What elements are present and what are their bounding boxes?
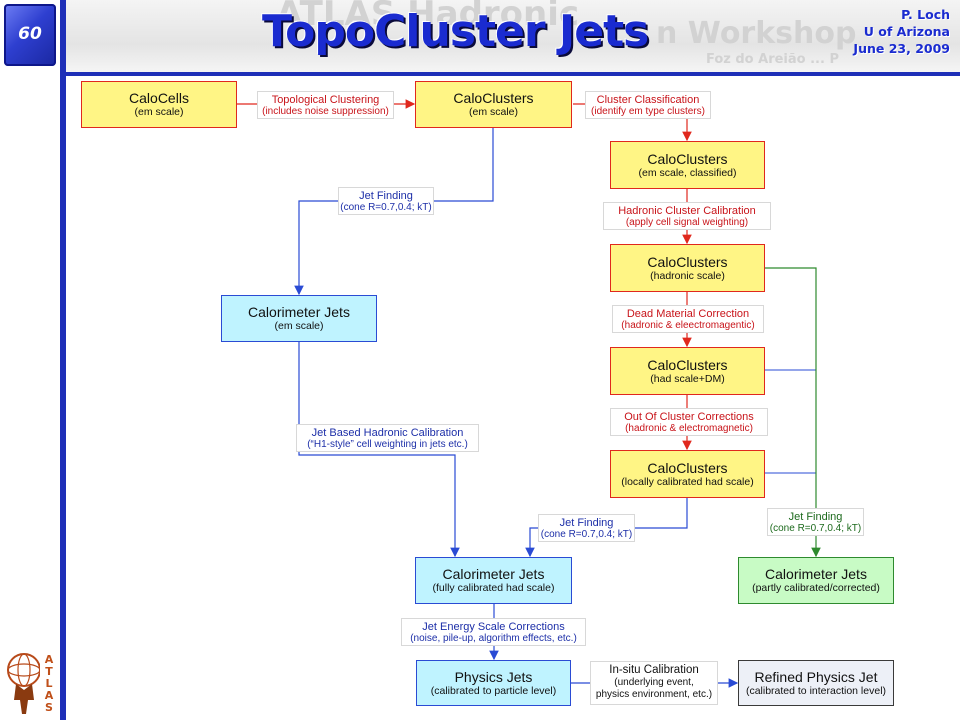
page-number-badge: 60 — [4, 4, 56, 66]
presentation-date: June 23, 2009 — [853, 41, 950, 56]
node-calojets-partly-sub: (partly calibrated/corrected) — [752, 582, 880, 594]
label-cluster-classification: Cluster Classification (identify em type… — [585, 91, 711, 119]
label-jet-finding-em-sub: (cone R=0.7,0.4; kT) — [340, 202, 432, 213]
label-cluster-classification-title: Cluster Classification — [596, 94, 700, 106]
label-jet-based-hadronic-calibration-title: Jet Based Hadronic Calibration — [311, 427, 464, 439]
header-rule — [60, 72, 960, 76]
label-jet-finding-local-sub: (cone R=0.7,0.4; kT) — [540, 529, 633, 540]
header-watermark-line3: Foz do Areião ... P — [706, 52, 839, 67]
label-hadronic-cluster-calibration: Hadronic Cluster Calibration (apply cell… — [603, 202, 771, 230]
label-hadronic-cluster-calibration-sub: (apply cell signal weighting) — [625, 217, 749, 228]
label-jet-finding-em-title: Jet Finding — [359, 190, 413, 202]
node-calojets-full-sub: (fully calibrated had scale) — [432, 582, 555, 594]
node-refined-physics-jet: Refined Physics Jet (calibrated to inter… — [738, 660, 894, 706]
label-jet-finding-green: Jet Finding (cone R=0.7,0.4; kT) — [767, 508, 864, 536]
atlas-logo-text: ATLAS — [44, 653, 54, 714]
node-physics-jets: Physics Jets (calibrated to particle lev… — [416, 660, 571, 706]
node-caloclusters-classified-title: CaloClusters — [647, 151, 728, 167]
node-caloclusters-local: CaloClusters (locally calibrated had sca… — [610, 450, 765, 498]
label-topological-clustering-sub: (includes noise suppression) — [262, 106, 389, 117]
label-out-of-cluster-corrections-sub: (hadronic & electromagnetic) — [625, 423, 753, 434]
node-caloclusters-local-title: CaloClusters — [647, 460, 728, 476]
header-band: ATLAS Hadronic n Workshop Foz do Areião … — [66, 0, 960, 74]
node-caloclusters-hadronic-sub: (hadronic scale) — [650, 270, 725, 282]
label-out-of-cluster-corrections-title: Out Of Cluster Corrections — [624, 411, 754, 423]
header-watermark-line1: ATLAS Hadronic — [276, 0, 580, 34]
left-sidebar — [0, 0, 66, 720]
label-insitu-calibration-sub: (underlying event, — [614, 677, 694, 688]
node-refined-physics-jet-title: Refined Physics Jet — [754, 669, 878, 685]
label-cluster-classification-sub: (identify em type clusters) — [591, 106, 705, 117]
label-jet-finding-local-title: Jet Finding — [559, 517, 614, 529]
node-calojets-em-sub: (em scale) — [274, 320, 324, 332]
label-jet-based-hadronic-calibration: Jet Based Hadronic Calibration (“H1-styl… — [296, 424, 479, 452]
node-calojets-partly-title: Calorimeter Jets — [765, 566, 867, 582]
label-jet-finding-green-sub: (cone R=0.7,0.4; kT) — [769, 523, 862, 534]
node-physics-jets-title: Physics Jets — [454, 669, 533, 685]
node-caloclusters-dm-title: CaloClusters — [647, 357, 728, 373]
atlas-figure-icon — [7, 653, 56, 714]
node-caloclusters-em-title: CaloClusters — [453, 90, 534, 106]
node-caloclusters-em: CaloClusters (em scale) — [415, 81, 572, 128]
node-caloclusters-hadronic: CaloClusters (hadronic scale) — [610, 244, 765, 292]
label-insitu-calibration-sub2: physics environment, etc.) — [595, 689, 713, 700]
node-calojets-em-title: Calorimeter Jets — [248, 304, 350, 320]
label-jet-finding-local: Jet Finding (cone R=0.7,0.4; kT) — [538, 514, 635, 542]
node-caloclusters-classified: CaloClusters (em scale, classified) — [610, 141, 765, 189]
label-jet-energy-scale-corrections-sub: (noise, pile-up, algorithm effects, etc.… — [410, 633, 577, 644]
label-topological-clustering-title: Topological Clustering — [271, 94, 380, 106]
node-calocells-title: CaloCells — [129, 90, 189, 106]
sidebar-accent-bar — [60, 0, 66, 720]
node-caloclusters-classified-sub: (em scale, classified) — [638, 167, 737, 179]
label-dead-material-correction-title: Dead Material Correction — [626, 308, 750, 320]
author-name: P. Loch — [901, 7, 950, 22]
node-caloclusters-hadronic-title: CaloClusters — [647, 254, 728, 270]
node-refined-physics-jet-sub: (calibrated to interaction level) — [745, 685, 887, 697]
slide-title: TopoCluster Jets — [262, 6, 649, 57]
label-dead-material-correction: Dead Material Correction (hadronic & ele… — [612, 305, 764, 333]
label-dead-material-correction-sub: (hadronic & eleectromagentic) — [621, 320, 755, 331]
header-watermark-line2: n Workshop — [656, 16, 857, 51]
label-insitu-calibration-title: In-situ Calibration — [609, 664, 699, 676]
node-caloclusters-local-sub: (locally calibrated had scale) — [621, 476, 754, 488]
author-info: P. Loch U of Arizona June 23, 2009 — [853, 6, 950, 57]
node-calojets-em: Calorimeter Jets (em scale) — [221, 295, 377, 342]
label-jet-finding-green-title: Jet Finding — [788, 511, 843, 523]
node-calocells: CaloCells (em scale) — [81, 81, 237, 128]
node-calocells-sub: (em scale) — [134, 106, 184, 118]
edge-emjets-to-fulljets — [298, 342, 460, 558]
label-insitu-calibration: In-situ Calibration (underlying event, p… — [590, 661, 718, 705]
label-hadronic-cluster-calibration-title: Hadronic Cluster Calibration — [618, 205, 756, 217]
atlas-logo: ATLAS — [4, 650, 58, 716]
node-calojets-full-title: Calorimeter Jets — [442, 566, 545, 582]
page-number: 60 — [18, 24, 42, 44]
author-affiliation: U of Arizona — [863, 24, 950, 39]
label-jet-based-hadronic-calibration-sub: (“H1-style” cell weighting in jets etc.) — [307, 439, 468, 450]
label-topological-clustering: Topological Clustering (includes noise s… — [257, 91, 394, 119]
node-caloclusters-dm: CaloClusters (had scale+DM) — [610, 347, 765, 395]
node-physics-jets-sub: (calibrated to particle level) — [430, 685, 557, 697]
edge-hadronic-to-partlyjets — [765, 267, 821, 558]
label-jet-energy-scale-corrections: Jet Energy Scale Corrections (noise, pil… — [401, 618, 586, 646]
node-calojets-partly: Calorimeter Jets (partly calibrated/corr… — [738, 557, 894, 604]
node-caloclusters-dm-sub: (had scale+DM) — [650, 373, 725, 385]
node-calojets-full: Calorimeter Jets (fully calibrated had s… — [415, 557, 572, 604]
label-jet-energy-scale-corrections-title: Jet Energy Scale Corrections — [422, 621, 565, 633]
node-caloclusters-em-sub: (em scale) — [468, 106, 518, 118]
label-jet-finding-em: Jet Finding (cone R=0.7,0.4; kT) — [338, 187, 434, 215]
label-out-of-cluster-corrections: Out Of Cluster Corrections (hadronic & e… — [610, 408, 768, 436]
